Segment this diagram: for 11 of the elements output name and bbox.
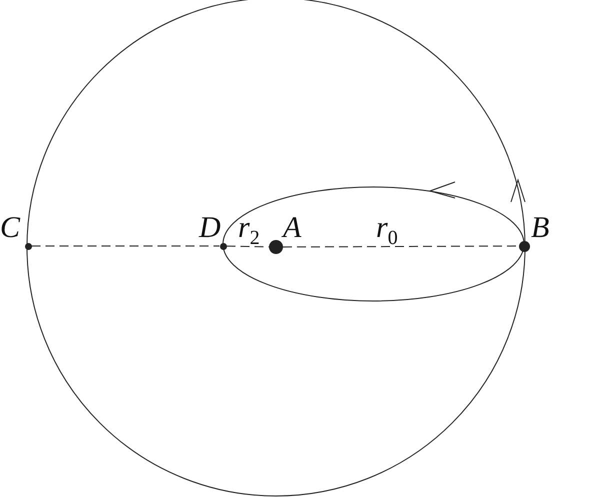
point-marker (518, 240, 530, 252)
point-marker (24, 242, 32, 250)
point-marker (220, 242, 226, 250)
radius-label: r$_{2}$ (238, 213, 260, 251)
point-label: C (0, 213, 20, 243)
dashed-line (282, 246, 519, 248)
point-marker (269, 240, 283, 254)
point-label: B (531, 213, 550, 243)
point-label: A (283, 213, 302, 243)
point-label: D (199, 213, 221, 243)
radius-label: r$_{0}$ (376, 213, 398, 251)
